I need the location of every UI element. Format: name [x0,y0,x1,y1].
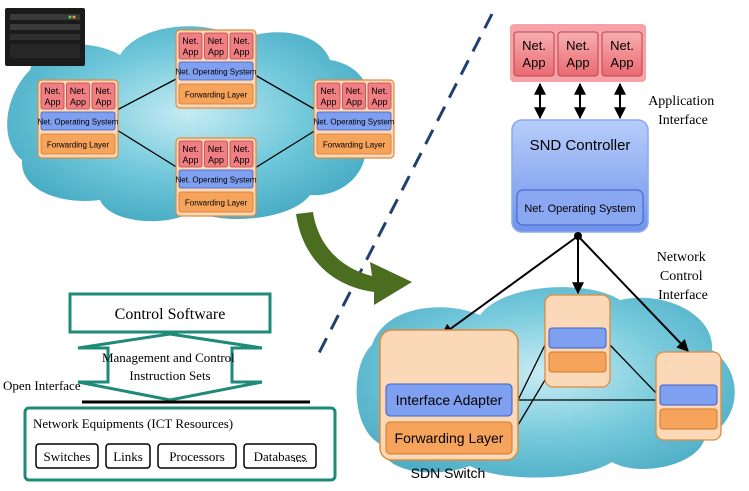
architecture-stack: Control Software Management and Control … [3,292,337,482]
traditional-forwarding-label: Forwarding Layer [47,141,110,150]
forwarding-layer-label: Forwarding Layer [395,430,504,446]
traditional-app-box [229,140,254,168]
equipment-item: Databases [243,443,317,469]
traditional-app-label: Net.App [233,144,250,165]
traditional-app-label: Net.App [320,86,337,107]
traditional-os-label: Net. Operating System [38,118,119,127]
traditional-app-label: Net.App [208,144,225,165]
traditional-app-box [316,82,341,110]
traditional-app-box [229,32,254,60]
sdn-controller: SND Controller Net. Operating System [511,119,649,233]
sdn-app-box: Net.App [557,31,599,77]
equipment-item-label: Switches [44,449,91,464]
traditional-app-label: Net.App [346,86,363,107]
traditional-os-label: Net. Operating System [176,176,257,185]
traditional-forwarding-label: Forwarding Layer [185,199,248,208]
equipment-item: Switches [35,443,99,469]
more-items-ellipsis: ..... [293,451,308,465]
traditional-app-box [342,82,366,110]
router-chassis-icon [5,8,85,66]
controller-title: SND Controller [530,137,631,154]
traditional-cloud [7,26,371,222]
sdn-app-box: Net.App [601,31,643,77]
management-label: Management and Control Instruction Sets [102,350,238,383]
traditional-os-label: Net. Operating System [176,68,257,77]
traditional-app-box [204,32,228,60]
traditional-app-box [204,140,228,168]
sdn-switch-main: Interface Adapter Forwarding Layer [379,329,519,461]
traditional-app-label: Net.App [182,36,199,57]
equipment-item-label: Processors [169,449,225,464]
network-equipments-title: Network Equipments (ICT Resources) [33,416,233,431]
traditional-app-label: Net.App [208,36,225,57]
traditional-app-box [66,82,90,110]
traditional-app-box [367,82,392,110]
interface-adapter-label: Interface Adapter [396,392,503,408]
equipment-item: Links [105,443,151,469]
traditional-app-label: Net.App [182,144,199,165]
traditional-app-label: Net.App [70,86,87,107]
controller-os-label: Net. Operating System [524,203,635,215]
equipment-item: Processors [157,443,237,469]
traditional-app-label: Net.App [233,36,250,57]
sdn-app-label: Net.App [610,38,634,70]
control-software-box [68,292,272,334]
traditional-app-box [91,82,116,110]
open-interface-label: Open Interface [3,378,81,393]
sdn-switch-small-1 [544,294,611,388]
control-software-label: Control Software [115,306,226,323]
traditional-os-label: Net. Operating System [314,118,395,127]
sdn-switch-label: SDN Switch [411,465,486,481]
transition-arrow [296,212,412,305]
divider-line [316,13,494,356]
traditional-app-box [178,140,203,168]
network-control-interface-label: Network Control Interface [657,250,710,303]
traditional-app-label: Net.App [371,86,388,107]
traditional-app-label: Net.App [44,86,61,107]
traditional-app-box [178,32,203,60]
traditional-forwarding-label: Forwarding Layer [323,141,386,150]
traditional-app-box [40,82,65,110]
sdn-app-label: Net.App [566,38,590,70]
application-interface-label: Application Interface [648,94,718,128]
traditional-forwarding-label: Forwarding Layer [185,91,248,100]
sdn-app-label: Net.App [522,38,546,70]
equipment-item-label: Databases [254,449,307,464]
traditional-app-label: Net.App [95,86,112,107]
management-arrow [77,332,263,402]
sdn-switch-small-2 [655,351,722,441]
equipment-item-label: Links [113,449,143,464]
